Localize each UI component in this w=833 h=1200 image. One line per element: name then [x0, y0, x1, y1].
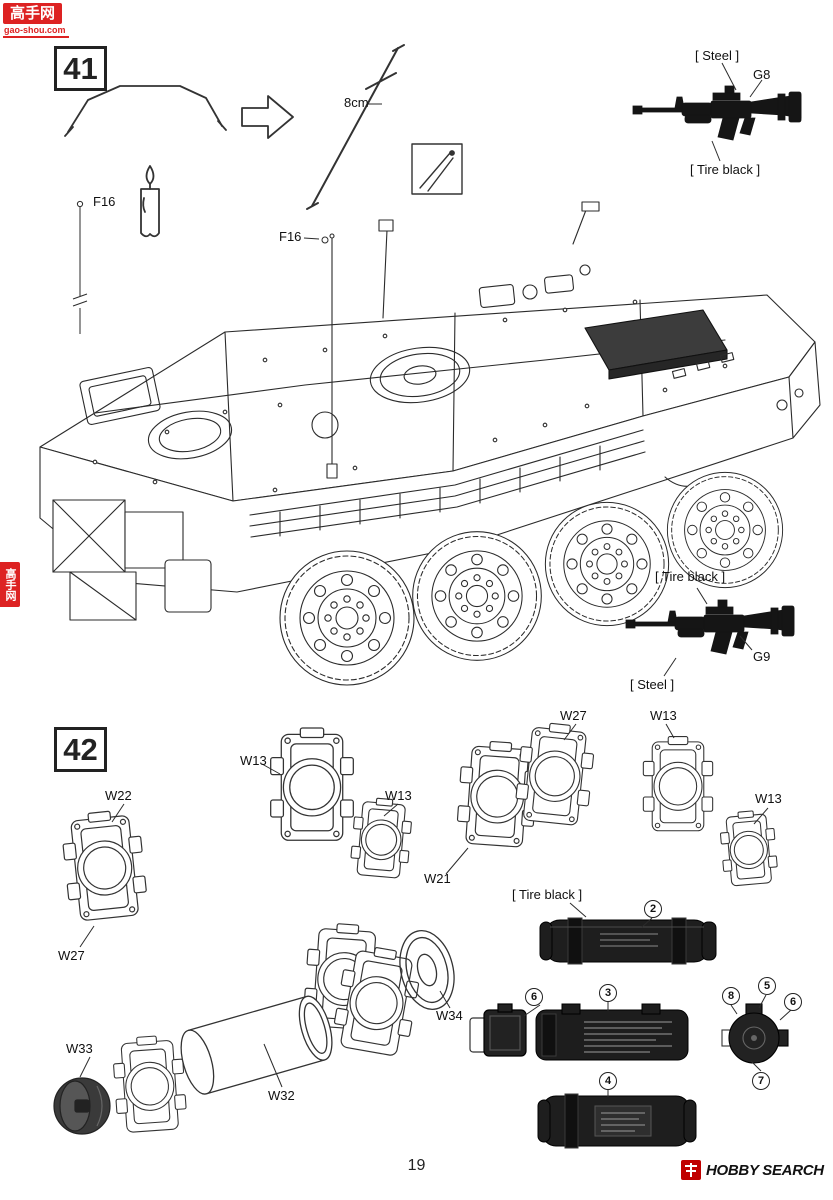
step-42-number: 42 [54, 727, 107, 772]
bracket-w13-b [350, 797, 412, 879]
box-part-callout6 [469, 1003, 527, 1057]
part-label-w32: W32 [268, 1088, 295, 1103]
canister-callout3 [535, 1003, 689, 1061]
wheel-1 [279, 550, 415, 686]
watermark-url: gao-shou.com [3, 24, 69, 38]
finish-label-step42-tireblack: [ Tire black ] [512, 887, 583, 902]
part-label-w13-a: W13 [240, 753, 267, 768]
part-label-g9: G9 [753, 649, 771, 664]
callout-2: 2 [644, 900, 662, 918]
part-label-w13-d: W13 [755, 791, 782, 806]
callout-3: 3 [599, 984, 617, 1002]
bolt-dots [92, 299, 728, 493]
part-label-f16-a: F16 [93, 194, 116, 209]
bracket-pair-b [333, 947, 420, 1056]
step-41-number: 41 [54, 46, 107, 91]
stryker-vehicle-drawing [39, 201, 821, 686]
rifle-g8-drawing [632, 85, 802, 141]
watermark-logo: 高手网 [3, 3, 63, 24]
callout-5: 5 [758, 977, 776, 995]
bracket-w13-a [270, 727, 354, 841]
callout-4: 4 [599, 1072, 617, 1090]
rifle-g9-drawing [625, 599, 795, 655]
callout-6a: 6 [525, 988, 543, 1006]
rings-w34 [399, 930, 455, 1010]
part-label-w33: W33 [66, 1041, 93, 1056]
finish-label-g9-tireblack: [ Tire black ] [655, 569, 726, 584]
finish-label-g8-steel: [ Steel ] [695, 48, 740, 63]
mirror [581, 201, 600, 212]
cap-w33 [53, 1077, 111, 1135]
part-label-f16-b: F16 [279, 229, 302, 244]
wheel-2 [412, 531, 542, 661]
bracket-w13-d [719, 810, 778, 887]
watermark-side: 高手网 [0, 562, 20, 607]
candle-icon [140, 165, 160, 238]
arrow-right-icon [241, 95, 294, 139]
cylinder-w32 [180, 995, 333, 1095]
watermark-top: 高手网 gao-shou.com [3, 3, 69, 38]
part-label-w27-a: W27 [560, 708, 587, 723]
brand-logo: HOBBY SEARCH [681, 1160, 824, 1180]
tools-drawing [64, 44, 463, 238]
part-label-w22: W22 [105, 788, 132, 803]
brand-name: HOBBY SEARCH [706, 1161, 824, 1179]
hobbysearch-logo-icon [681, 1160, 701, 1180]
part-label-w13-b: W13 [385, 788, 412, 803]
bracket-w22 [62, 810, 147, 921]
bracket-w27-a [515, 722, 595, 826]
part-label-w27-b: W27 [58, 948, 85, 963]
wheel-4 [666, 471, 784, 589]
length-label-8cm: 8cm [344, 95, 369, 110]
finish-label-g8-tireblack: [ Tire black ] [690, 162, 761, 177]
finish-label-g9-steel: [ Steel ] [630, 677, 675, 692]
wheel-3 [544, 501, 670, 627]
canister-callout2 [539, 917, 717, 965]
callout-7: 7 [752, 1072, 770, 1090]
bracket-near-w33 [113, 1035, 187, 1133]
round-part-callouts [721, 1003, 789, 1064]
tweezers-icon [411, 143, 463, 195]
callout-8: 8 [722, 987, 740, 1005]
bent-wire-icon [67, 85, 223, 133]
sprue-rod-icon [306, 44, 405, 210]
bracket-w13-c [642, 736, 714, 832]
callout-6b: 6 [784, 993, 802, 1011]
part-label-g8: G8 [753, 67, 771, 82]
canister-callout4 [537, 1093, 697, 1149]
part-label-w21: W21 [424, 871, 451, 886]
page-number: 19 [407, 1157, 426, 1174]
part-label-w34: W34 [436, 1008, 463, 1023]
part-label-w13-c: W13 [650, 708, 677, 723]
